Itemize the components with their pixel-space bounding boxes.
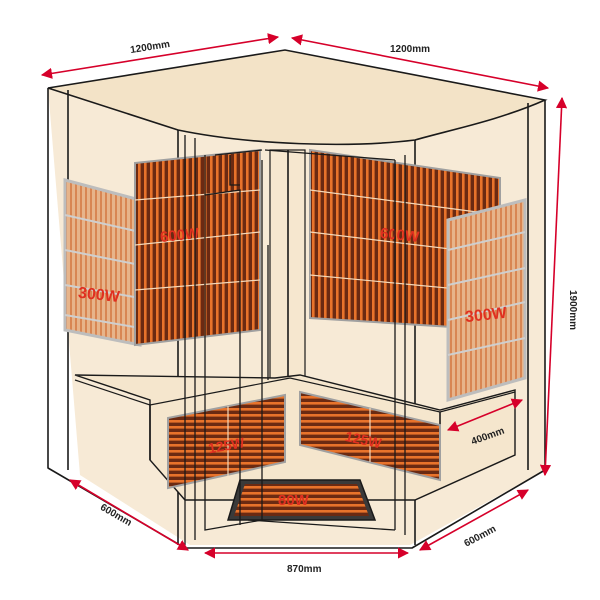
heater-bench-left: 125W (167, 393, 286, 490)
dim-top-left: 1200mm (129, 39, 170, 56)
heater-right-side: 300W (446, 198, 527, 402)
dim-bottom-front: 870mm (287, 564, 322, 575)
heater-back-left: 600W (134, 148, 261, 347)
dim-bottom-left: 600mm (98, 502, 133, 529)
door-frame (184, 135, 406, 545)
label-bench-left: 125W (207, 434, 247, 456)
label-floor: 80W (278, 492, 310, 509)
label-bench-right: 125W (344, 428, 384, 451)
back-wall (269, 149, 306, 381)
dimension-arrows (40, 33, 568, 559)
dim-bottom-right: 600mm (462, 524, 498, 550)
dim-height: 1900mm (567, 290, 578, 330)
label-back-left: 600W (159, 225, 201, 246)
label-back-right: 600W (379, 225, 421, 246)
heater-floor: 80W (226, 479, 377, 521)
label-right-side: 300W (464, 305, 508, 326)
heater-left-side: 300W (63, 178, 142, 347)
dim-top-right: 1200mm (390, 44, 430, 55)
label-left-side: 300W (77, 285, 121, 306)
